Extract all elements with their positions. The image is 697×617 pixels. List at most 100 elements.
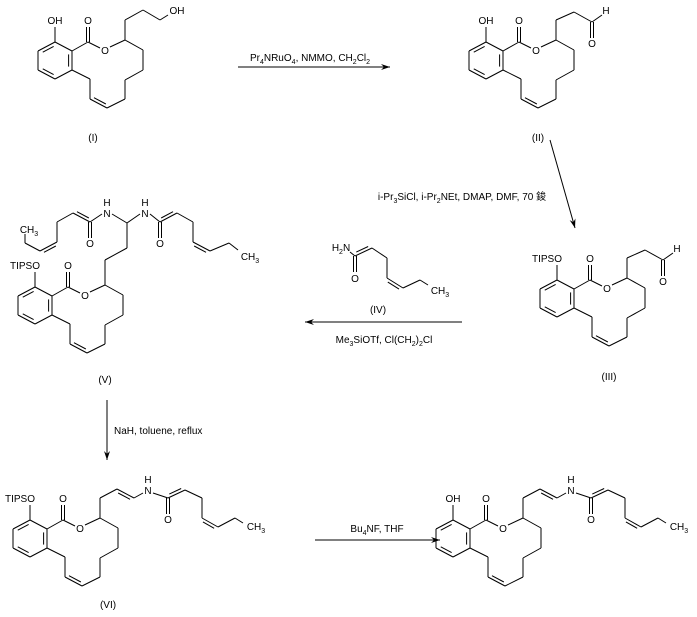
bond — [126, 213, 141, 224]
amide-oxygen-label: O — [587, 515, 595, 526]
double-bond — [64, 576, 83, 587]
arrow-step5-head — [431, 537, 440, 543]
double-bond-line — [43, 245, 57, 253]
bond — [485, 41, 504, 52]
double-bond — [487, 576, 506, 587]
bond — [37, 41, 56, 52]
double-bond — [69, 343, 88, 354]
bond — [608, 336, 628, 347]
bond — [539, 307, 558, 318]
ester-oxygen-label: O — [81, 291, 89, 302]
bond — [591, 14, 603, 23]
reagents-step1: Pr4NRuO4, NMMO, CH2Cl2 — [250, 53, 370, 66]
double-bond-line — [387, 281, 400, 290]
double-bond-line — [356, 246, 369, 253]
methyl-label: CH3 — [431, 286, 449, 299]
bonds — [12, 9, 674, 587]
double-bond — [159, 212, 178, 223]
ester-oxygen-label: O — [532, 46, 540, 57]
methyl-label: CH3 — [241, 252, 259, 265]
compound-label-VI: (VI) — [100, 600, 116, 611]
compound-label-III: (III) — [602, 372, 617, 383]
arrow-step2 — [549, 139, 576, 229]
bond — [99, 517, 119, 529]
reagents-step2: i-Pr3SiCl, i-Pr2NEt, DMAP, DMF, 70 鋑 — [378, 190, 546, 205]
aromatic-bond — [17, 546, 29, 554]
bond — [54, 41, 73, 52]
bond — [626, 277, 646, 289]
hydroxyl-label: OH — [170, 6, 185, 17]
bond — [34, 314, 53, 325]
bond — [12, 519, 31, 530]
bond — [106, 98, 126, 109]
bond — [452, 519, 471, 530]
bond — [159, 14, 169, 21]
bond — [575, 492, 592, 499]
bond — [435, 547, 454, 558]
bond — [555, 39, 575, 51]
compound-label-II: (II) — [532, 133, 544, 144]
aromatic-bond — [440, 546, 452, 554]
bond — [485, 69, 504, 80]
amide-h-label: H — [567, 475, 574, 486]
double-bond-line — [160, 211, 174, 219]
bond — [87, 41, 101, 49]
compound-label-IV: (IV) — [370, 305, 386, 316]
double-bond — [39, 241, 58, 252]
tipso-label: TIPSO — [5, 494, 35, 505]
carbonyl-oxygen-label: O — [59, 494, 67, 505]
bond — [17, 314, 36, 325]
ester-oxygen-label: O — [101, 46, 109, 57]
double-bond — [590, 489, 609, 499]
bond — [67, 286, 81, 294]
double-bond — [624, 517, 642, 528]
bond — [537, 98, 557, 109]
aromatic-bond — [42, 45, 54, 53]
bond — [644, 249, 664, 261]
carbonyl-oxygen-label: O — [64, 261, 72, 272]
aromatic-bond — [473, 45, 485, 53]
tipso-label: TIPSO — [532, 254, 562, 265]
bond — [62, 519, 76, 527]
hydroxyl-label: OH — [446, 494, 461, 505]
bond — [56, 212, 74, 223]
amide-n-label: N — [103, 209, 110, 220]
bond — [518, 41, 532, 49]
double-bond-line — [625, 521, 638, 529]
aldehyde-oxygen-label: O — [659, 277, 667, 288]
double-bond — [116, 488, 135, 499]
bond — [573, 307, 593, 318]
bond — [522, 488, 541, 499]
bond — [556, 279, 575, 290]
bond — [452, 547, 471, 558]
bond — [469, 519, 487, 530]
amide-n-label: N — [144, 486, 151, 497]
bond — [662, 252, 674, 261]
bond — [507, 517, 524, 526]
carbonyl-oxygen-label: O — [586, 254, 594, 265]
aromatic-bond — [544, 283, 556, 291]
double-bond-line — [193, 245, 207, 253]
bond — [12, 547, 31, 558]
bond — [607, 489, 626, 499]
bond — [51, 314, 71, 325]
bond — [504, 576, 524, 587]
aromatic-bond — [17, 523, 29, 531]
bond — [469, 547, 489, 558]
bond — [468, 41, 487, 52]
bond — [152, 492, 169, 499]
bond — [46, 519, 64, 530]
bond — [124, 69, 144, 81]
bond — [611, 277, 628, 286]
aromatic-bond — [42, 68, 54, 76]
ester-oxygen-label: O — [603, 284, 611, 295]
double-bond-line — [540, 492, 554, 500]
bond — [124, 9, 144, 21]
carbonyl-oxygen-label: O — [482, 494, 490, 505]
bond — [124, 39, 144, 51]
bond — [371, 247, 388, 259]
double-bond-line — [595, 335, 609, 343]
amide-h-label: H — [141, 198, 148, 209]
amide-n-label: N — [141, 209, 148, 220]
